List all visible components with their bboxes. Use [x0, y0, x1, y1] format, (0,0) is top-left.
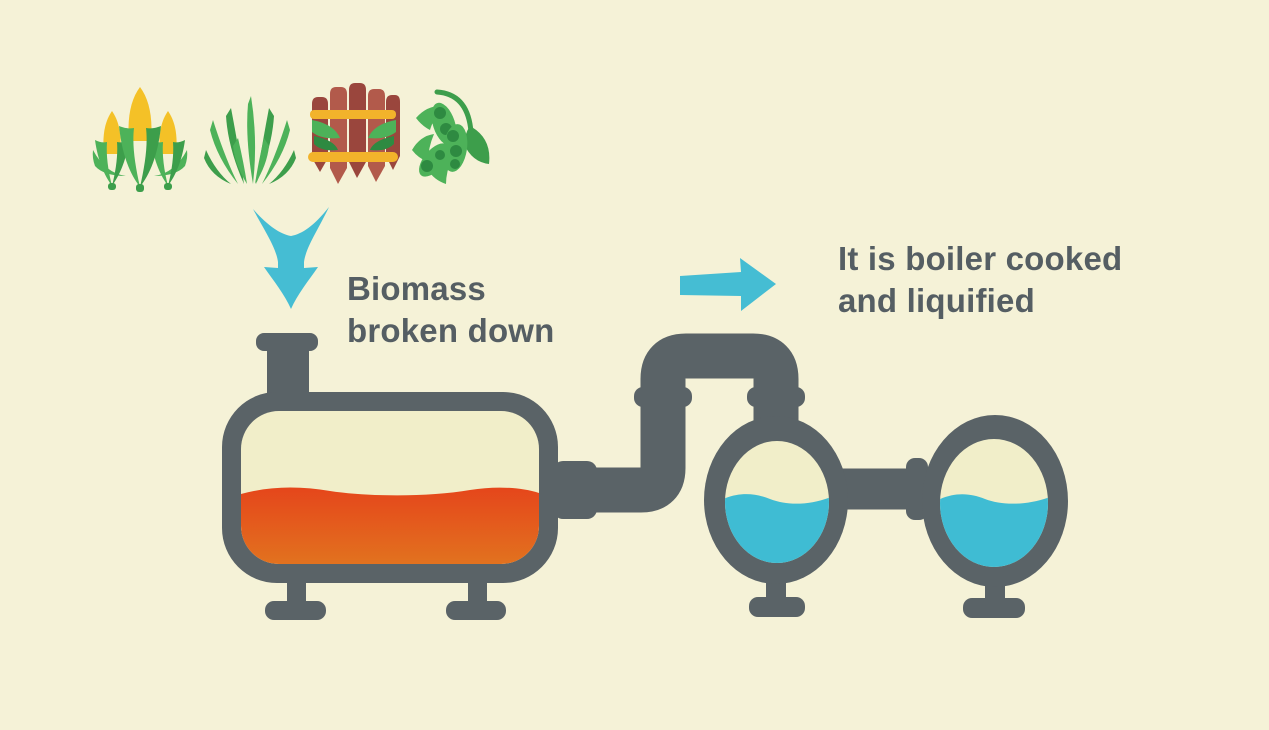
- tank-foot: [265, 601, 326, 620]
- tank-leg: [287, 578, 306, 608]
- tank-leg: [468, 578, 487, 608]
- boiler-vessel-2: [922, 415, 1068, 618]
- vessel-liquid-cyan: [725, 494, 829, 563]
- biomass-tank: [222, 333, 597, 620]
- boiler-label-line1: It is boiler cooked: [838, 240, 1123, 277]
- tank-neck-flange: [256, 333, 318, 351]
- sugarcane-icon: [308, 83, 400, 184]
- vessel-foot: [749, 597, 805, 617]
- pipe-flange-ring: [747, 387, 805, 407]
- biomass-label-line2: broken down: [347, 312, 555, 349]
- biomass-label-line1: Biomass: [347, 270, 486, 307]
- boiler-label: It is boiler cooked and liquified: [838, 238, 1122, 322]
- tank-neck: [267, 344, 309, 399]
- biomass-label: Biomass broken down: [347, 268, 555, 352]
- soybean-icon: [412, 89, 490, 184]
- corn-icon: [92, 87, 188, 192]
- vessel-liquid-cyan: [940, 494, 1048, 567]
- vessel-foot: [963, 598, 1025, 618]
- boiler-vessel-1: [704, 416, 848, 617]
- pipe-flange-ring: [634, 387, 692, 407]
- right-arrow-icon: [680, 258, 776, 311]
- tank-outlet-flange: [553, 461, 597, 519]
- tank-liquid-orange: [241, 487, 539, 564]
- transfer-pipe: [556, 333, 799, 513]
- funnel-down-arrow-icon: [253, 207, 329, 309]
- tank-foot: [446, 601, 506, 620]
- boiler-label-line2: and liquified: [838, 282, 1035, 319]
- grass-icon: [204, 96, 296, 184]
